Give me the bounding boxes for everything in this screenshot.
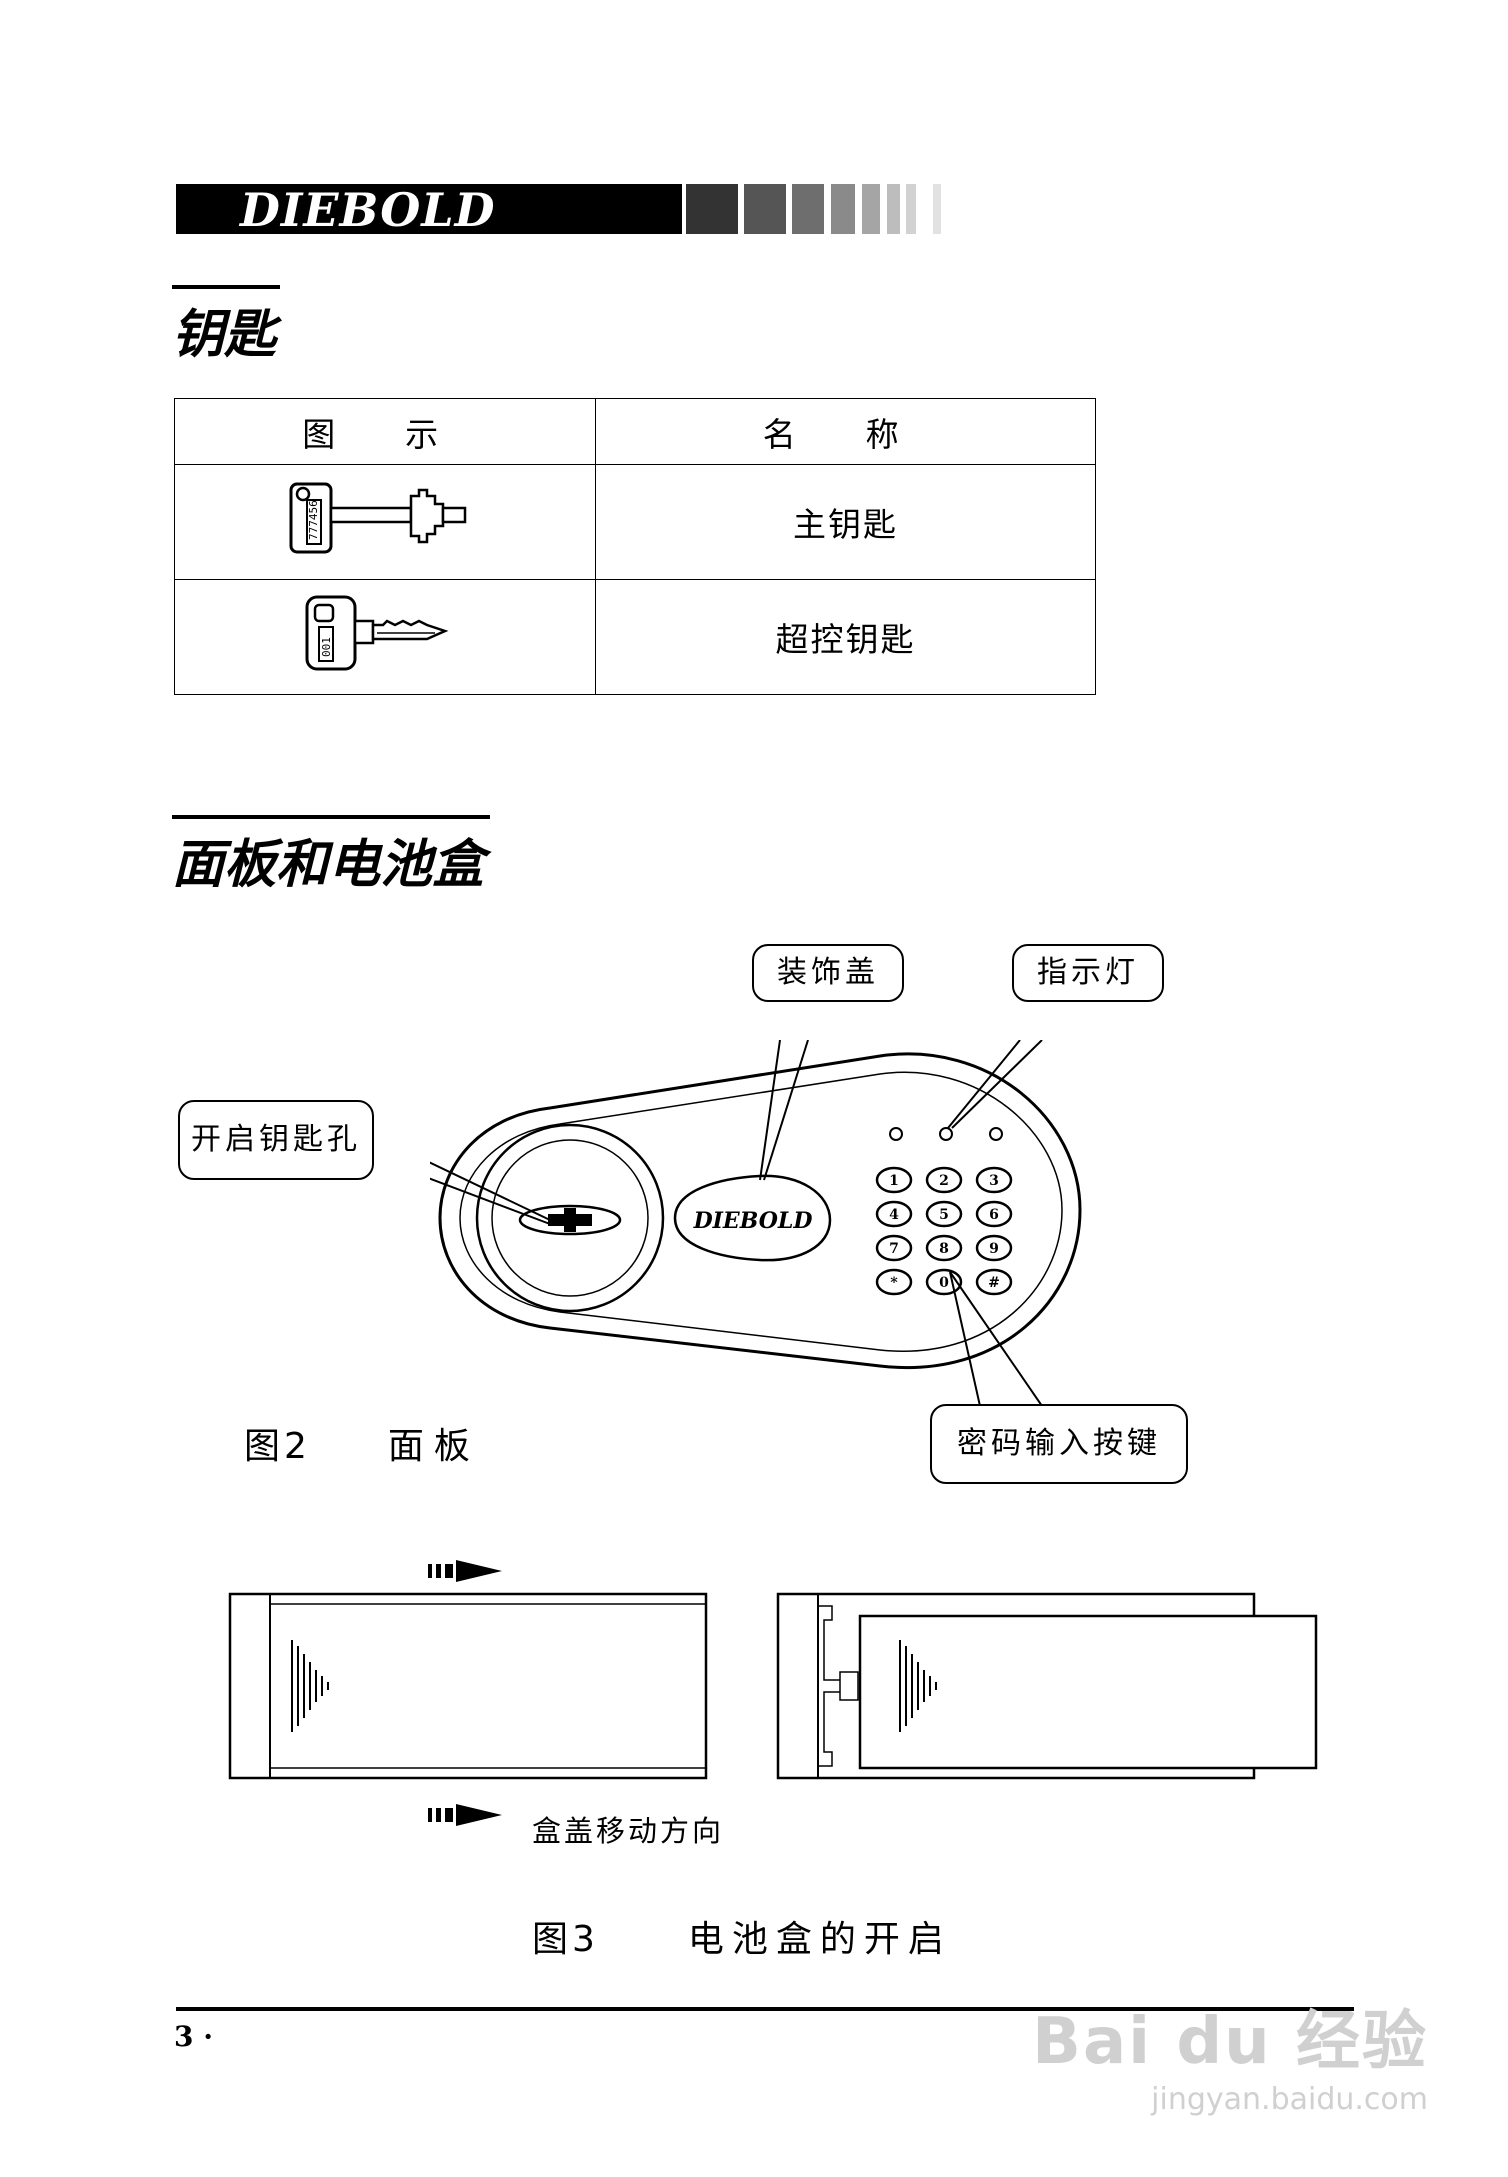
keypad-key[interactable]: 3: [975, 1166, 1013, 1194]
keypad-key-label: 8: [939, 1241, 949, 1257]
callout-trim-cover: 装饰盖: [752, 944, 904, 1002]
header-gradient-block: [906, 184, 916, 234]
keypad-key-label: 7: [889, 1241, 899, 1257]
keypad-key[interactable]: 6: [975, 1200, 1013, 1228]
panel-diagram: DIEBOLD 1 2 3 4 5 6 7 8 9 * 0 #: [430, 1040, 1082, 1407]
caption-number: 图2: [244, 1426, 311, 1467]
indicator-led: [889, 1127, 903, 1141]
header-gradient-block: [887, 184, 900, 234]
master-key-icon: 777456: [174, 464, 596, 580]
key-label: 777456: [307, 500, 320, 540]
page-number: 3 ·: [174, 2020, 213, 2053]
section-rule: [172, 285, 280, 289]
arrow-icon: [428, 1560, 502, 1582]
table-row: 001 超控钥匙: [174, 579, 1096, 695]
callout-indicator: 指示灯: [1012, 944, 1164, 1002]
header-gradient-block: [831, 184, 855, 234]
key-name: 主钥匙: [595, 464, 1096, 580]
figure-caption: 图2 面板: [244, 1417, 480, 1469]
footer-rule: [176, 2007, 1354, 2011]
header-gradient-block: [792, 184, 824, 234]
keypad-key-label: 4: [889, 1207, 899, 1223]
keypad: 1 2 3 4 5 6 7 8 9 * 0 #: [875, 1166, 1013, 1296]
callout-keyhole: 开启钥匙孔: [178, 1100, 374, 1180]
watermark-url: jingyan.baidu.com: [1151, 2082, 1428, 2117]
header-gradient-block: [686, 184, 738, 234]
keypad-key[interactable]: 2: [925, 1166, 963, 1194]
brand-header-bar: [176, 184, 682, 234]
caption-text: 电池盒的开启: [687, 1919, 952, 1960]
brand-logo: DIEBOLD: [240, 183, 496, 237]
table-header: 名 称: [595, 398, 1096, 465]
header-gradient-block: [862, 184, 880, 234]
keypad-key-label: 1: [889, 1173, 899, 1189]
key-label: 001: [320, 637, 333, 657]
battery-box-closed: [228, 1592, 708, 1780]
callout-keypad: 密码输入按键: [930, 1404, 1188, 1484]
figure-caption: 图3 电池盒的开启: [532, 1910, 952, 1962]
keypad-key-label: *: [890, 1275, 898, 1291]
keypad-key-label: 9: [989, 1241, 999, 1257]
direction-label: 盒盖移动方向: [532, 1814, 725, 1848]
trim-cover: [673, 1174, 832, 1262]
section-title-panel: 面板和电池盒: [172, 834, 485, 895]
keypad-key[interactable]: 9: [975, 1234, 1013, 1262]
indicator-led: [939, 1127, 953, 1141]
caption-number: 图3: [532, 1919, 599, 1960]
section-title-keys: 钥匙: [172, 304, 277, 365]
watermark-brand: Bai du 经验: [1032, 2005, 1428, 2079]
keypad-key[interactable]: *: [875, 1268, 913, 1296]
key-name: 超控钥匙: [595, 579, 1096, 695]
keypad-key[interactable]: 7: [875, 1234, 913, 1262]
keypad-key-label: 0: [939, 1275, 949, 1291]
keypad-key-label: #: [988, 1275, 1000, 1291]
caption-text: 面板: [387, 1426, 480, 1467]
table-header: 图 示: [174, 398, 596, 465]
keypad-key[interactable]: 8: [925, 1234, 963, 1262]
keypad-key[interactable]: #: [975, 1268, 1013, 1296]
override-key-icon: 001: [174, 579, 596, 695]
key-table: 图 示 名 称 777456 主钥匙 001: [174, 398, 1096, 695]
table-row: 777456 主钥匙: [174, 464, 1096, 580]
keypad-key[interactable]: 5: [925, 1200, 963, 1228]
panel-logo: DIEBOLD: [693, 1208, 813, 1234]
section-rule: [172, 815, 490, 819]
keypad-key[interactable]: 4: [875, 1200, 913, 1228]
indicator-led: [989, 1127, 1003, 1141]
keypad-key[interactable]: 1: [875, 1166, 913, 1194]
header-gradient-block: [933, 184, 941, 234]
keypad-key-label: 5: [939, 1207, 949, 1223]
arrow-icon: [428, 1804, 502, 1826]
keypad-key-label: 2: [939, 1173, 949, 1189]
baidu-watermark: Bai du 经验 jingyan.baidu.com: [1032, 1990, 1428, 2117]
header-gradient-block: [744, 184, 786, 234]
keypad-key-label: 3: [989, 1173, 999, 1189]
keyhole: [475, 1123, 665, 1313]
keypad-key-label: 6: [989, 1207, 999, 1223]
battery-box-diagram: [228, 1560, 1318, 1826]
battery-cover-slid: [858, 1614, 1318, 1770]
